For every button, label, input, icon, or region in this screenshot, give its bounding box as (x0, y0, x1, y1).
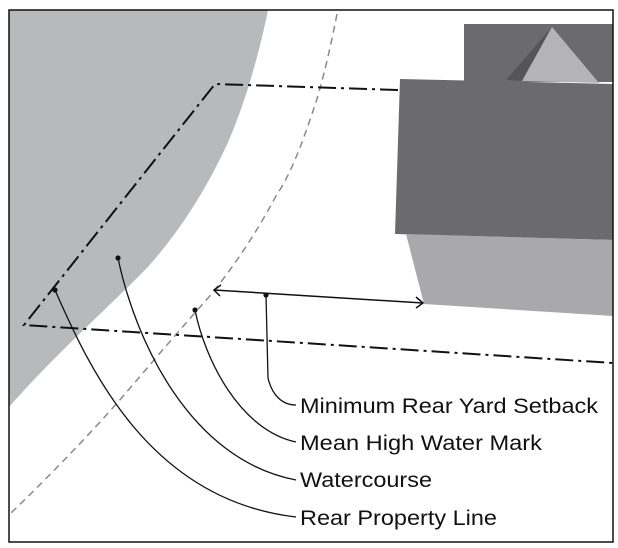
leader-rear-property-line (54, 289, 297, 518)
marker-dot-rear-property-line (52, 287, 58, 293)
leader-watercourse (117, 257, 297, 481)
arrowhead-right (415, 296, 425, 309)
rear-property-line (22, 82, 614, 364)
house-side-wall (406, 234, 613, 316)
setback-arrow (213, 289, 424, 304)
water-area (9, 10, 268, 407)
marker-dot-mean-high-water (192, 307, 198, 313)
watercourse-line (9, 13, 338, 515)
house-front-wall (395, 79, 613, 240)
house-roof-shadow (506, 27, 552, 81)
frame-border (8, 9, 614, 543)
label-setback: Minimum Rear Yard Setback (300, 395, 599, 418)
label-mean-high-water: Mean High Water Mark (300, 432, 543, 455)
house-roof-gable (522, 27, 599, 83)
arrowhead-left (212, 284, 222, 297)
leader-mean-high-water (194, 309, 297, 443)
marker-dot-watercourse (115, 255, 121, 261)
leader-setback (265, 294, 297, 406)
label-watercourse: Watercourse (300, 469, 432, 492)
label-rear-property-line: Rear Property Line (300, 507, 497, 530)
marker-dot-setback (263, 292, 269, 298)
